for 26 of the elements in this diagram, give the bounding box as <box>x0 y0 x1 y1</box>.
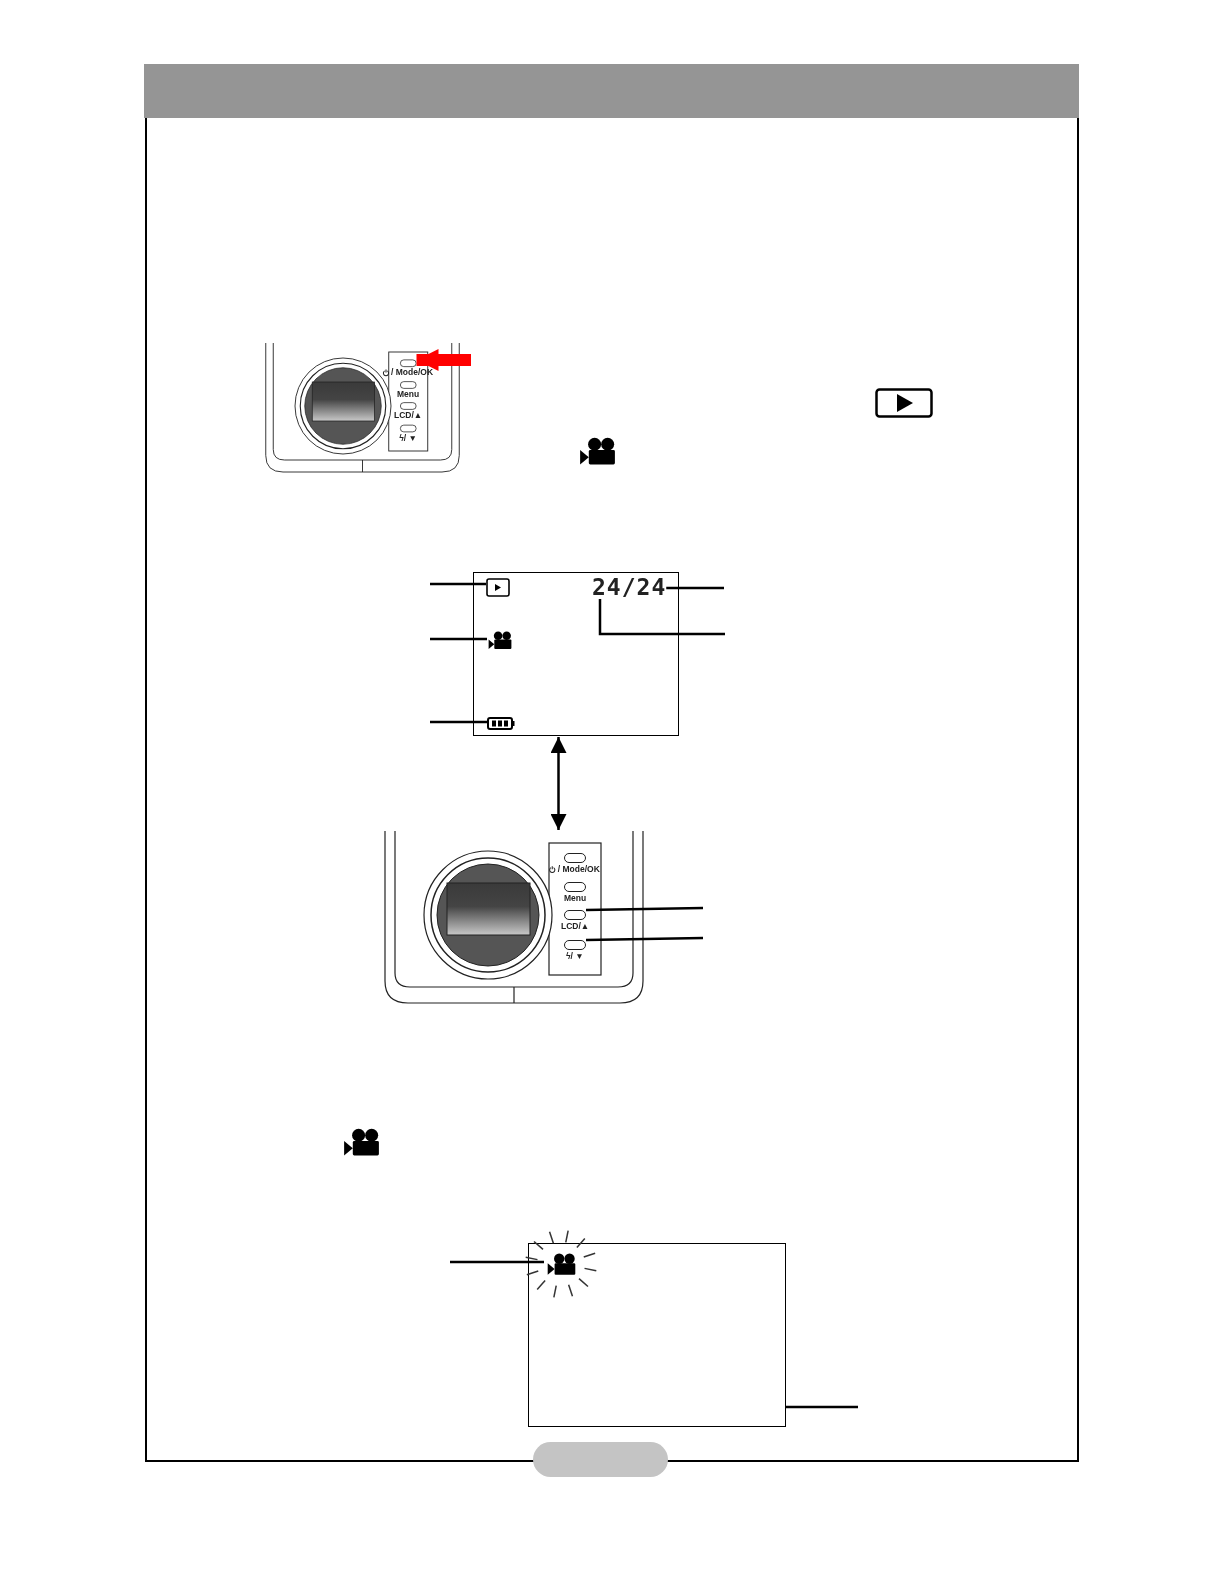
button-label: ϟ/ ▼ <box>399 433 417 443</box>
button-label: Menu <box>564 893 587 904</box>
frame-counter: 24/24 <box>592 575 667 599</box>
lcd-screen <box>473 572 679 736</box>
arrow <box>550 737 567 830</box>
arrow <box>416 349 471 371</box>
button-label: Menu <box>397 389 420 399</box>
leader-line <box>666 586 724 590</box>
leader-line <box>786 1405 858 1409</box>
button-label: LCD/▲ <box>561 921 590 932</box>
play-icon <box>486 578 510 597</box>
leader-line <box>585 936 704 942</box>
button-label: / Mode/OK <box>557 864 600 875</box>
leader-line <box>430 720 487 724</box>
leader-line <box>450 1260 544 1264</box>
camera-button <box>564 940 586 950</box>
camera-button <box>400 359 417 367</box>
battery-icon <box>487 717 515 730</box>
button-label: ϟ/ ▼ <box>566 951 584 962</box>
button-label: LCD/▲ <box>394 410 423 420</box>
leader-line <box>585 906 704 912</box>
leader-line <box>430 637 487 641</box>
camera-button <box>564 910 586 920</box>
leader-line <box>598 599 725 636</box>
leader-line <box>430 582 486 586</box>
movie-camera-icon <box>487 631 513 650</box>
